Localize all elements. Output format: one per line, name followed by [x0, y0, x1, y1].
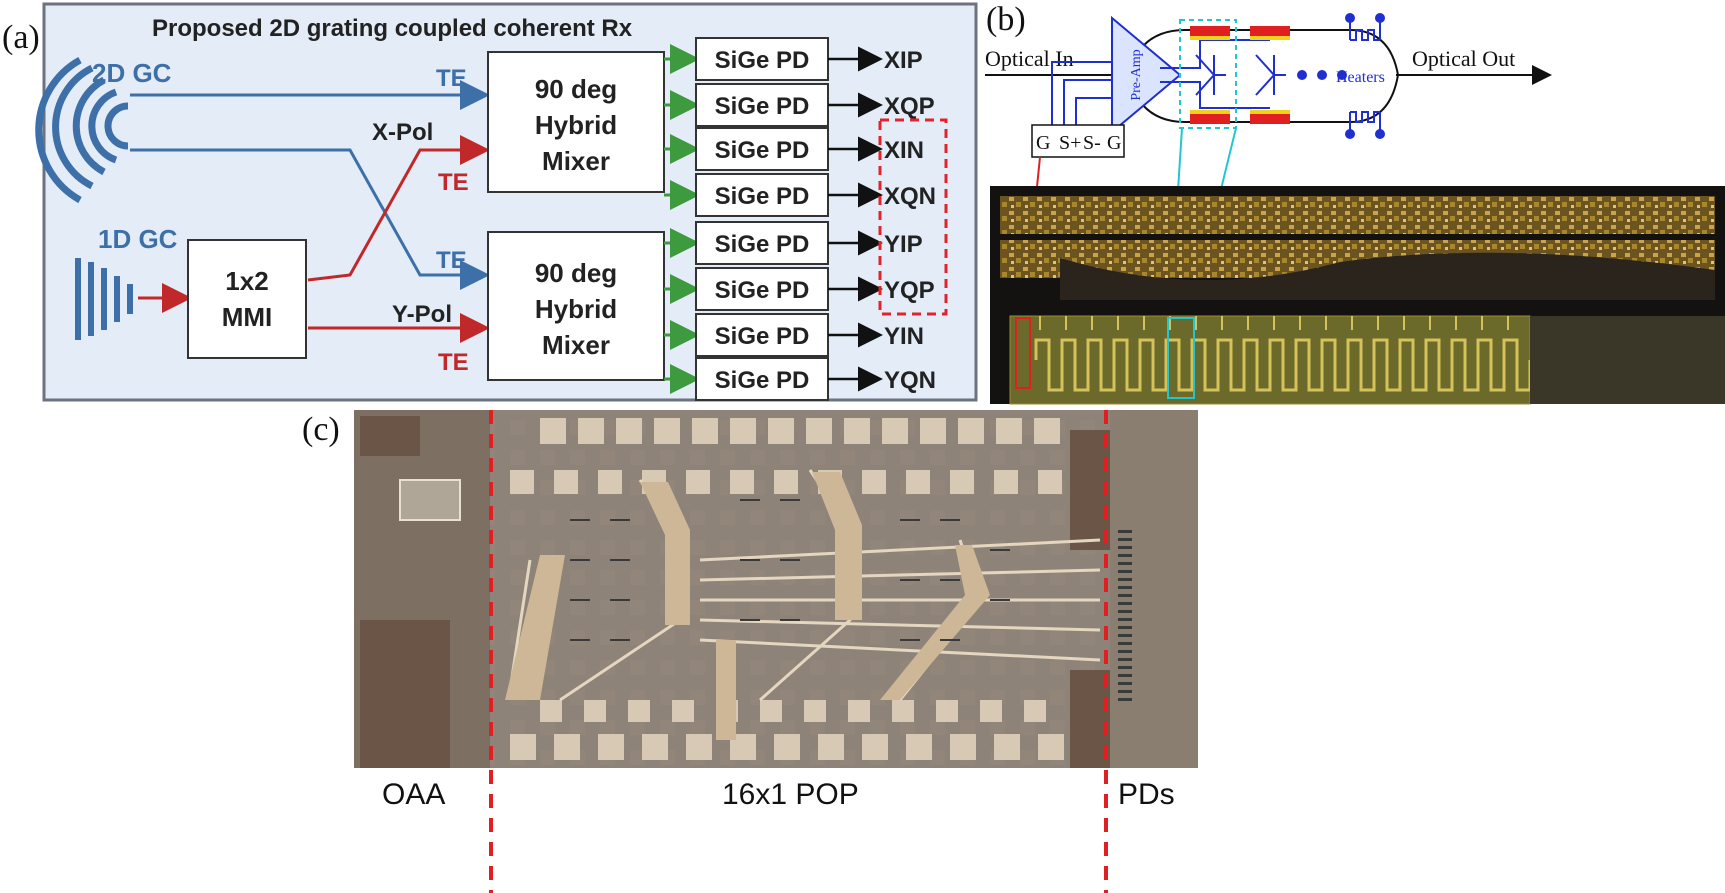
panel-c: (c): [302, 410, 1198, 893]
hybrid2-line2: Hybrid: [535, 294, 617, 324]
phase-shifters: [570, 499, 1010, 641]
pd-row: SiGe PD YIN: [664, 313, 924, 357]
mmi-box: [187, 239, 307, 359]
pop-chip-micrograph-image: [354, 410, 1198, 768]
modulator-micrograph-image: [990, 186, 1725, 405]
panel-a-title: Proposed 2D grating coupled coherent Rx: [152, 15, 633, 42]
preamp-label: Pre-Amp: [1129, 49, 1144, 100]
hybrid-mixer-1: [487, 51, 665, 193]
te-label-2: TE: [438, 169, 469, 196]
electrode-segments: [1190, 26, 1290, 124]
sige-pd-label: SiGe PD: [715, 183, 810, 210]
sige-pd-box: [695, 267, 829, 311]
grating-coupler-2d-icon: [35, 56, 129, 204]
te-label-1: TE: [436, 65, 467, 92]
pd-row: SiGe PD XIN: [664, 127, 924, 171]
hybrid1-line2: Hybrid: [535, 110, 617, 140]
sige-pd-label: SiGe PD: [715, 93, 810, 120]
output-label-xqn: XQN: [884, 183, 936, 210]
panel-a: (a) Proposed 2D grating coupled coherent…: [2, 2, 978, 402]
pd-row: SiGe PD XIP: [664, 37, 923, 81]
xpol-label: X-Pol: [372, 119, 433, 146]
preamp-triangle: [1111, 15, 1182, 135]
pd-row: SiGe PD YIP: [664, 221, 923, 265]
photodiode-rows: SiGe PD XIP SiGe PD XQP SiGe PD XIN SiGe PD XQN…: [664, 37, 936, 401]
region-label-oaa: OAA: [382, 778, 445, 811]
panel-a-label: (a): [2, 19, 40, 56]
mmi-label-1: 1x2: [225, 266, 268, 296]
sige-pd-box: [695, 221, 829, 265]
sige-pd-label: SiGe PD: [715, 277, 810, 304]
hybrid2-line3: Mixer: [542, 330, 610, 360]
gc-2d-label: 2D GC: [92, 58, 172, 88]
region-label-pds: PDs: [1118, 778, 1175, 811]
sige-pd-box: [695, 127, 829, 171]
output-label-xip: XIP: [884, 47, 923, 74]
ypol-label: Y-Pol: [392, 301, 452, 328]
output-label-yqp: YQP: [884, 277, 935, 304]
pd-row: SiGe PD XQN: [664, 173, 936, 217]
sige-pd-label: SiGe PD: [715, 323, 810, 350]
pad-s-plus: S+: [1059, 132, 1081, 154]
output-label-yin: YIN: [884, 323, 924, 350]
sige-pd-label: SiGe PD: [715, 367, 810, 394]
hybrid-mixer-2: [487, 231, 665, 381]
hybrid1-line3: Mixer: [542, 146, 610, 176]
te-label-4: TE: [438, 349, 469, 376]
pad-s-minus: S-: [1083, 132, 1101, 154]
heaters-label: Heaters: [1336, 69, 1385, 86]
optical-out-label: Optical Out: [1412, 46, 1515, 71]
sige-pd-box: [695, 173, 829, 217]
output-label-yqn: YQN: [884, 367, 936, 394]
output-label-xqp: XQP: [884, 93, 935, 120]
sige-pd-label: SiGe PD: [715, 47, 810, 74]
hybrid2-line1: 90 deg: [535, 258, 617, 288]
heater-icon: [1345, 13, 1385, 139]
sige-pd-box: [695, 313, 829, 357]
panel-b-label: (b): [986, 1, 1026, 38]
pd-row: SiGe PD XQP: [664, 83, 935, 127]
segment-dashed-box: [1179, 19, 1237, 129]
pad-g2: G: [1107, 132, 1121, 154]
output-label-xin: XIN: [884, 137, 924, 164]
mmi-label-2: MMI: [222, 302, 273, 332]
optical-in-label: Optical In: [985, 46, 1074, 71]
panel-b: (b) Optical In Optical Out Pre-Amp: [985, 1, 1725, 405]
large-electrodes: [505, 472, 990, 740]
sige-pd-label: SiGe PD: [715, 231, 810, 258]
waveguide-xpol: [307, 135, 490, 282]
te-label-3: TE: [436, 247, 467, 274]
pad-g1: G: [1036, 132, 1050, 154]
highlight-dashed-box: [878, 118, 948, 316]
pd-row: SiGe PD YQN: [664, 357, 936, 401]
preamp-wiring: [1051, 39, 1270, 125]
panel-c-label: (c): [302, 411, 340, 448]
pd-row: SiGe PD YQP: [664, 267, 935, 311]
mzi-outline: [1126, 29, 1400, 123]
output-label-yip: YIP: [884, 231, 923, 258]
ellipsis-dots: [1297, 70, 1347, 80]
gc-1d-label: 1D GC: [98, 224, 178, 254]
sige-pd-label: SiGe PD: [715, 137, 810, 164]
region-label-pop: 16x1 POP: [722, 778, 859, 811]
sige-pd-box: [695, 357, 829, 401]
hybrid1-line1: 90 deg: [535, 74, 617, 104]
gssg-pad-block: [1031, 124, 1125, 158]
grating-coupler-1d-icon: [75, 258, 133, 340]
